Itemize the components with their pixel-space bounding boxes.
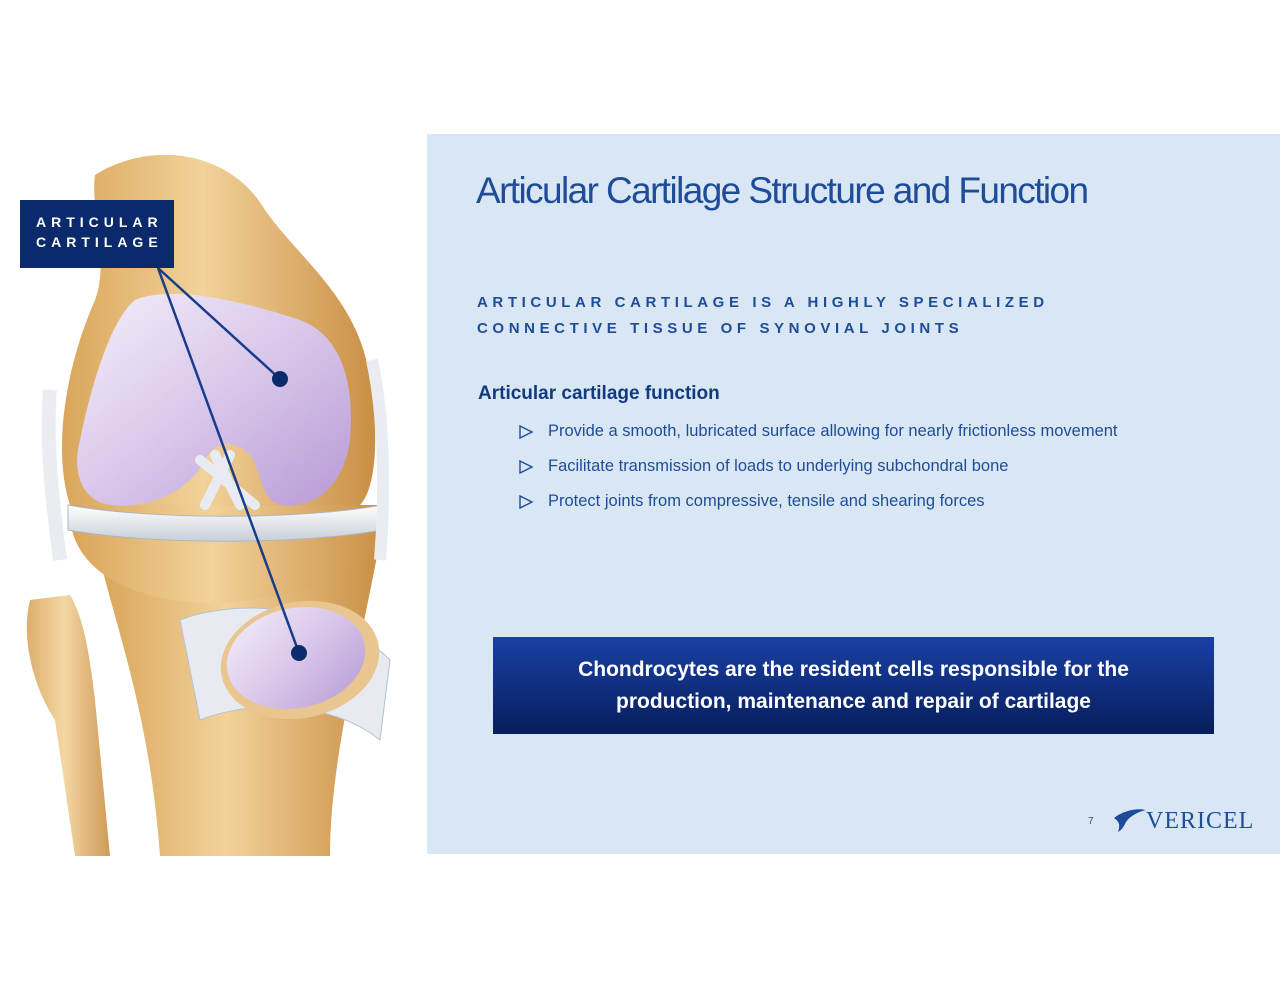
- function-heading: Articular cartilage function: [478, 383, 720, 404]
- content-panel: [427, 134, 1280, 854]
- triangle-outline-icon: [519, 459, 534, 475]
- page-number: 7: [1088, 816, 1094, 827]
- callout-line-1: Chondrocytes are the resident cells resp…: [578, 658, 1129, 681]
- subtitle-line-1: ARTICULAR CARTILAGE IS A HIGHLY SPECIALI…: [477, 294, 1049, 311]
- label-line-1: ARTICULAR: [36, 214, 163, 230]
- bullet-text: Provide a smooth, lubricated surface all…: [548, 422, 1118, 440]
- bullet-item: Protect joints from compressive, tensile…: [518, 487, 1118, 522]
- chondrocytes-callout: Chondrocytes are the resident cells resp…: [493, 637, 1214, 734]
- subtitle-line-2: CONNECTIVE TISSUE OF SYNOVIAL JOINTS: [477, 320, 964, 337]
- subtitle: ARTICULAR CARTILAGE IS A HIGHLY SPECIALI…: [477, 290, 1237, 342]
- vericel-logo-icon: [1114, 809, 1146, 832]
- callout-line-2: production, maintenance and repair of ca…: [616, 690, 1091, 713]
- label-line-2: CARTILAGE: [36, 234, 163, 250]
- triangle-outline-icon: [519, 424, 534, 440]
- bullet-item: Facilitate transmission of loads to unde…: [518, 452, 1118, 487]
- articular-cartilage-label: ARTICULAR CARTILAGE: [20, 200, 174, 268]
- logo-text: VERICEL: [1146, 808, 1255, 834]
- bullet-text: Facilitate transmission of loads to unde…: [548, 457, 1009, 475]
- slide-title: Articular Cartilage Structure and Functi…: [476, 170, 1089, 211]
- bullet-item: Provide a smooth, lubricated surface all…: [518, 417, 1118, 452]
- function-bullet-list: Provide a smooth, lubricated surface all…: [518, 417, 1118, 522]
- triangle-outline-icon: [519, 494, 534, 510]
- bullet-text: Protect joints from compressive, tensile…: [548, 492, 985, 510]
